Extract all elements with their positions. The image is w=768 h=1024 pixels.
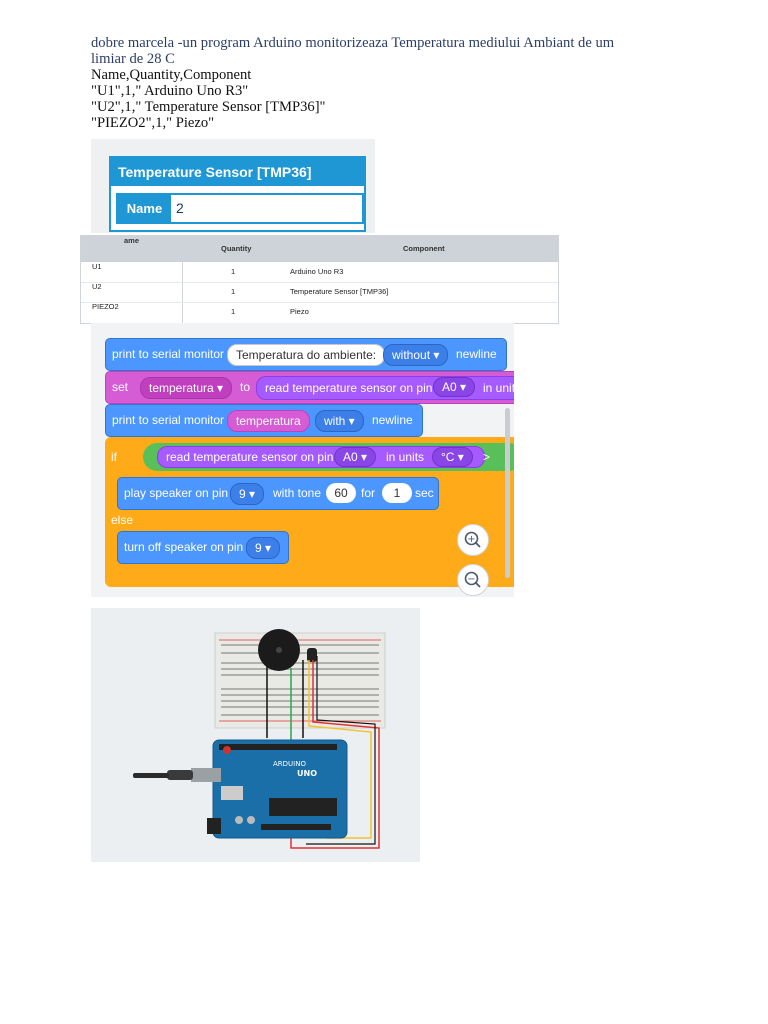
microcontroller-chip xyxy=(269,798,337,816)
newline-dropdown[interactable]: without ▾ xyxy=(383,344,449,366)
variable-reporter[interactable]: temperatura xyxy=(227,410,310,432)
block-label: print to serial monitor xyxy=(112,347,225,361)
doc-title-line2: limiar de 28 C xyxy=(91,51,175,67)
cell-name: PIEZO2 xyxy=(92,302,119,311)
block-label: play speaker on pin xyxy=(124,486,229,500)
csv-header: Name,Quantity,Component xyxy=(91,67,252,83)
svg-text:−: − xyxy=(467,574,475,585)
table-row: PIEZO2 1 Piezo xyxy=(81,302,558,322)
circuit-diagram: ARDUINO UNO xyxy=(133,629,386,849)
operator-label: > xyxy=(483,450,491,464)
reporter-label: read temperature sensor on pin xyxy=(265,381,433,395)
block-label: newline xyxy=(372,413,413,427)
doc-title-line1: dobre marcela -un program Arduino monito… xyxy=(91,35,615,51)
block-label: set xyxy=(112,380,129,394)
breadboard xyxy=(214,632,386,729)
block-label: with tone xyxy=(273,486,322,500)
csv-row: "PIEZO2",1," Piezo" xyxy=(91,115,215,131)
text-input[interactable]: Temperatura do ambiente: xyxy=(227,344,386,366)
component-properties-panel: Temperature Sensor [TMP36] Name 2 xyxy=(109,156,366,232)
newline-dropdown[interactable]: with ▾ xyxy=(315,410,364,432)
circuit-screenshot: ARDUINO UNO xyxy=(91,608,420,862)
csv-row: "U2",1," Temperature Sensor [TMP36]" xyxy=(91,99,326,115)
seconds-input[interactable]: 1 xyxy=(382,483,412,503)
table-row: U2 1 Temperature Sensor [TMP36] xyxy=(81,282,558,303)
bom-table: ame Quantity Component U1 1 Arduino Uno … xyxy=(80,235,559,324)
play-speaker-block[interactable]: play speaker on pin 9 ▾ with tone 60 for… xyxy=(117,477,439,510)
intro-text: dobre marcela -un program Arduino monito… xyxy=(91,35,691,131)
cell-name: U1 xyxy=(92,262,102,271)
pin-dropdown[interactable]: A0 ▾ xyxy=(334,447,377,467)
pin-dropdown[interactable]: A0 ▾ xyxy=(433,377,476,397)
board-brand-text: ARDUINO xyxy=(273,760,306,768)
else-label: else xyxy=(111,513,134,527)
cell-qty: 1 xyxy=(231,267,236,276)
code-blocks-editor: print to serial monitor Temperatura do a… xyxy=(91,323,514,597)
reporter-label: in units xyxy=(483,381,514,395)
block-label: newline xyxy=(456,347,497,361)
block-label: sec xyxy=(415,486,434,500)
comparison-block[interactable]: read temperature sensor on pin A0 ▾ in u… xyxy=(143,443,514,471)
cell-component: Piezo xyxy=(290,307,309,316)
name-label: Name xyxy=(118,195,171,222)
units-dropdown[interactable]: °C ▾ xyxy=(432,447,473,467)
read-temp-reporter[interactable]: read temperature sensor on pin A0 ▾ in u… xyxy=(157,446,485,468)
temperature-sensor xyxy=(307,648,317,662)
cell-component: Temperature Sensor [TMP36] xyxy=(290,287,389,296)
set-variable-block[interactable]: set temperatura ▾ to read temperature se… xyxy=(105,371,514,404)
block-label: turn off speaker on pin xyxy=(124,540,244,554)
block-label: print to serial monitor xyxy=(112,413,225,427)
cell-qty: 1 xyxy=(231,307,236,316)
if-else-block[interactable]: if read temperature sensor on pin A0 ▾ i… xyxy=(105,437,514,587)
cell-name: U2 xyxy=(92,282,102,291)
turn-off-speaker-block[interactable]: turn off speaker on pin 9 ▾ xyxy=(117,531,289,564)
reporter-label: read temperature sensor on pin xyxy=(166,450,334,464)
column-divider xyxy=(182,262,183,323)
col-quantity-header: Quantity xyxy=(221,244,252,253)
csv-row: "U1",1," Arduino Uno R3" xyxy=(91,83,249,99)
svg-text:+: + xyxy=(467,534,475,545)
usb-cable xyxy=(133,773,169,778)
col-component-header: Component xyxy=(403,244,445,253)
cell-component: Arduino Uno R3 xyxy=(290,267,344,276)
pin-dropdown[interactable]: 9 ▾ xyxy=(230,483,265,505)
variable-dropdown[interactable]: temperatura ▾ xyxy=(140,377,233,399)
print-serial-block[interactable]: print to serial monitor temperatura with… xyxy=(105,404,423,437)
properties-screenshot: Temperature Sensor [TMP36] Name 2 xyxy=(91,139,375,233)
tone-input[interactable]: 60 xyxy=(326,483,356,503)
cell-qty: 1 xyxy=(231,287,236,296)
board-model-text: UNO xyxy=(297,769,317,778)
print-serial-block[interactable]: print to serial monitor Temperatura do a… xyxy=(105,338,507,371)
col-name-header: ame xyxy=(124,236,140,245)
panel-title: Temperature Sensor [TMP36] xyxy=(111,158,364,186)
pin-dropdown[interactable]: 9 ▾ xyxy=(246,537,281,559)
reporter-label: in units xyxy=(386,450,425,464)
zoom-in-icon[interactable]: + xyxy=(457,524,489,556)
read-temp-reporter[interactable]: read temperature sensor on pin A0 ▾ in u… xyxy=(256,376,514,400)
block-label: to xyxy=(240,380,251,394)
zoom-out-icon[interactable]: − xyxy=(457,564,489,596)
table-row: U1 1 Arduino Uno R3 xyxy=(81,262,558,283)
if-label: if xyxy=(111,450,117,464)
block-label: for xyxy=(361,486,376,500)
name-field-row: Name 2 xyxy=(116,193,364,224)
vertical-scrollbar[interactable] xyxy=(505,408,510,578)
table-header: ame Quantity Component xyxy=(81,236,558,262)
name-input[interactable]: 2 xyxy=(176,200,184,216)
